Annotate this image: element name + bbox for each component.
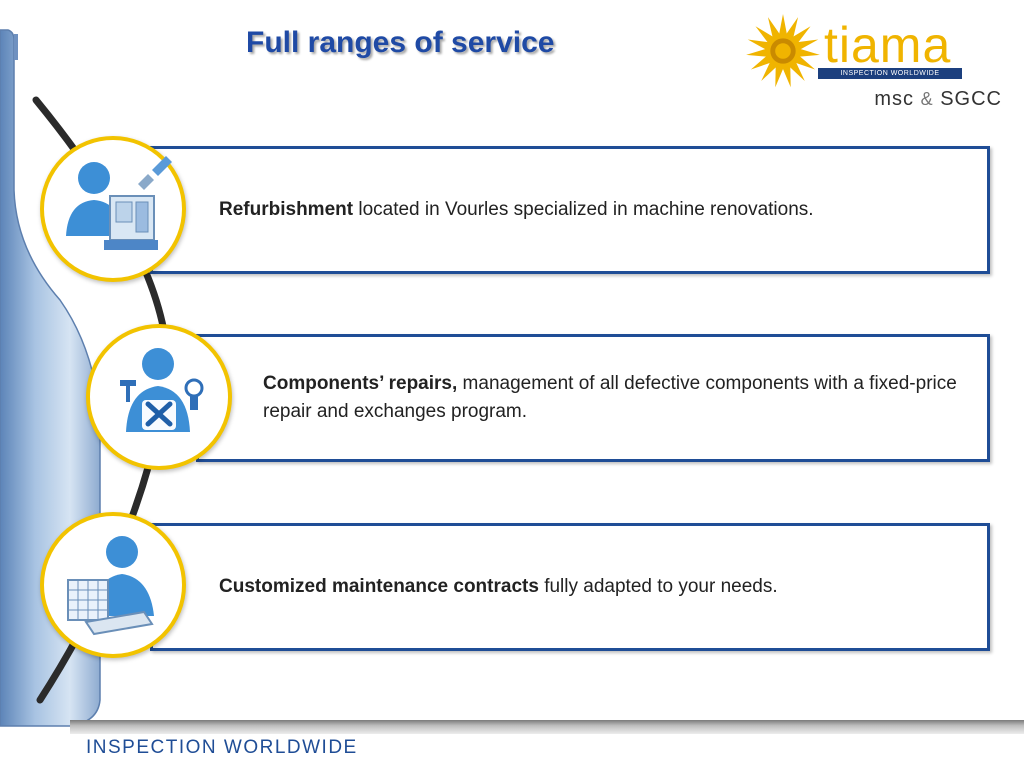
contract-document-icon bbox=[67, 536, 154, 636]
footer-divider bbox=[70, 720, 1024, 734]
logo-msc: msc bbox=[874, 88, 915, 110]
service-text-refurbishment: Refurbishment located in Vourles special… bbox=[153, 196, 814, 224]
service-description: fully adapted to your needs. bbox=[538, 576, 778, 597]
logo-wordmark: tiama bbox=[824, 17, 952, 73]
service-title: Components’ repairs, bbox=[263, 373, 458, 394]
tiama-logo: tiama INSPECTION WORLDWIDE msc & SGCC bbox=[744, 10, 1006, 110]
machine-repair-icon bbox=[40, 136, 186, 282]
service-title: Customized maintenance contracts bbox=[219, 576, 539, 597]
service-description: management of all defective components w… bbox=[263, 373, 957, 422]
logo-ampersand: & bbox=[920, 89, 934, 109]
service-box-maintenance: Customized maintenance contracts fully a… bbox=[150, 523, 990, 651]
logo-tagline: INSPECTION WORLDWIDE bbox=[818, 68, 962, 79]
tools-repair-icon bbox=[86, 324, 232, 470]
machine-repair-icon bbox=[66, 156, 172, 250]
logo-sgcc: SGCC bbox=[940, 88, 1002, 110]
contract-document-icon bbox=[40, 512, 186, 658]
service-box-refurbishment: Refurbishment located in Vourles special… bbox=[150, 146, 990, 274]
service-box-repairs: Components’ repairs, management of all d… bbox=[196, 334, 990, 462]
service-description: located in Vourles specialized in machin… bbox=[353, 199, 814, 220]
service-title: Refurbishment bbox=[219, 199, 354, 220]
footer-bar bbox=[0, 734, 1024, 768]
logo-subbrands: msc & SGCC bbox=[874, 88, 1002, 111]
service-text-maintenance: Customized maintenance contracts fully a… bbox=[153, 573, 778, 601]
footer-text: INSPECTION WORLDWIDE bbox=[86, 737, 358, 758]
service-text-repairs: Components’ repairs, management of all d… bbox=[199, 370, 987, 426]
page-title: Full ranges of service bbox=[246, 26, 555, 59]
tools-repair-icon bbox=[120, 348, 204, 432]
sun-icon bbox=[746, 13, 820, 88]
